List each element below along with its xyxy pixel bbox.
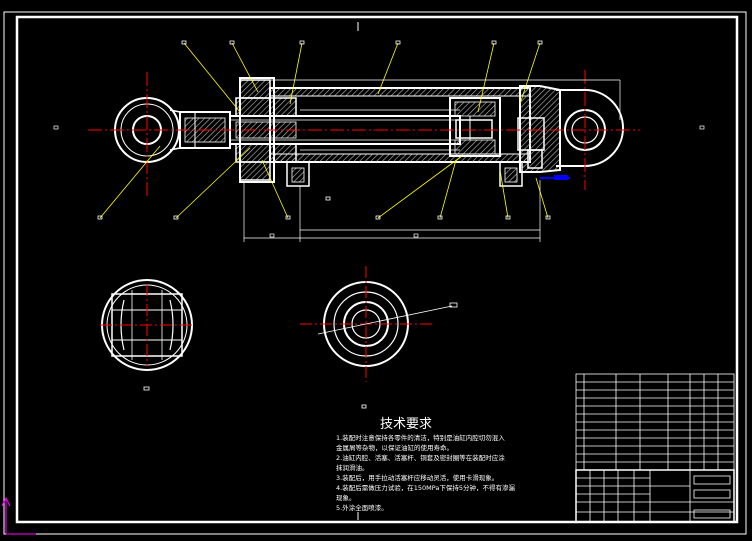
tech-note-line: 4.装配后需做压力试验，在150MPa下保持5分钟，不得有渗漏 bbox=[336, 483, 515, 492]
drawing-border bbox=[3, 11, 747, 535]
left-end-view[interactable] bbox=[100, 279, 194, 391]
dimension-lines bbox=[243, 80, 621, 242]
tech-note-line: 1.装配时注意保持各零件的清洁，特别是油缸内腔切勿混入 bbox=[336, 433, 505, 442]
balloon-markers-top bbox=[181, 40, 543, 45]
title-block[interactable] bbox=[575, 469, 735, 523]
right-end-view[interactable] bbox=[300, 266, 458, 409]
tech-note-line: 抹润滑油。 bbox=[336, 463, 369, 472]
parts-list-table[interactable] bbox=[575, 373, 735, 471]
tech-note-line: 2.油缸内腔、活塞、活塞杆、铜套及密封圈等在装配时应涂 bbox=[336, 453, 505, 462]
tech-note-line: 金属屑等杂物，以保证油缸的使用寿命。 bbox=[336, 443, 453, 452]
technical-requirements: 技术要求 1.装配时注意保持各零件的清洁，特别是油缸内腔切勿混入 金属屑等杂物，… bbox=[336, 417, 515, 512]
centerlines bbox=[88, 70, 640, 196]
tech-note-line: 3.装配后，用手拉动活塞杆应移动灵活，使用卡滑现象。 bbox=[336, 473, 498, 482]
parts-list-rows bbox=[576, 381, 734, 463]
tech-note-line: 现象。 bbox=[336, 493, 356, 502]
piston bbox=[449, 97, 501, 157]
rear-cap-eye bbox=[517, 85, 624, 180]
tech-requirements-title: 技术要求 bbox=[380, 417, 432, 432]
part-leaders-bottom bbox=[99, 145, 549, 219]
tech-note-line: 5.外涂全面喷漆。 bbox=[336, 503, 388, 512]
cylinder-section-view[interactable] bbox=[88, 40, 640, 242]
balloon-markers-bottom bbox=[97, 196, 551, 220]
part-leaders-top bbox=[183, 42, 620, 113]
ucs-icon bbox=[1, 496, 36, 535]
